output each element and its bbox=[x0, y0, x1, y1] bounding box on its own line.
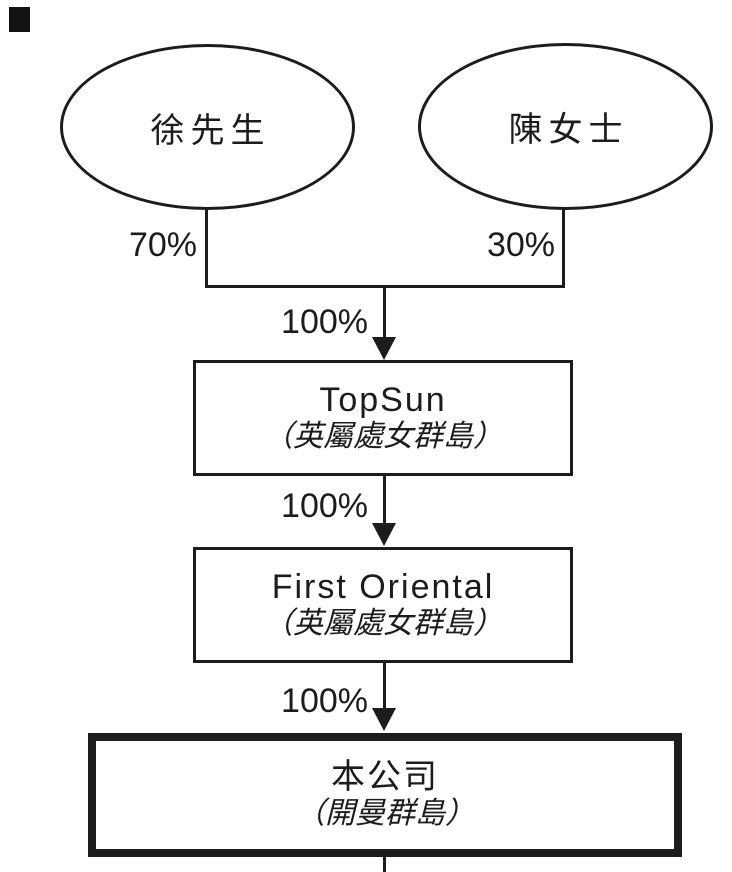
arrow-down-icon bbox=[372, 708, 396, 731]
arrow-down-icon bbox=[372, 523, 396, 546]
entity-name: First Oriental bbox=[271, 568, 495, 606]
entity-jurisdiction: （英屬處女群島） bbox=[263, 420, 503, 453]
entity-name: TopSun bbox=[319, 381, 447, 419]
connector-line-shareholder1 bbox=[205, 209, 208, 288]
shareholder-name: 徐先生 bbox=[150, 111, 271, 150]
entity-box-topsun: TopSun （英屬處女群島） bbox=[193, 360, 573, 476]
connector-line-join bbox=[205, 285, 565, 288]
stake-label-into-company: 100% bbox=[281, 682, 368, 720]
page-corner-mark bbox=[9, 7, 30, 32]
stake-label-into-first-oriental: 100% bbox=[281, 487, 368, 525]
stake-label-shareholder2: 30% bbox=[486, 226, 555, 264]
entity-box-first-oriental: First Oriental （英屬處女群島） bbox=[193, 547, 573, 663]
arrow-down-icon bbox=[372, 337, 396, 360]
shareholder-name: 陳女士 bbox=[508, 111, 629, 149]
connector-line-to-first-oriental bbox=[383, 475, 386, 524]
shareholder-node-chen: 陳女士 bbox=[418, 43, 713, 210]
entity-box-company: 本公司 （開曼群島） bbox=[88, 733, 682, 857]
connector-line-to-topsun bbox=[383, 287, 386, 338]
connector-line-continuation bbox=[383, 855, 386, 872]
stake-label-into-topsun: 100% bbox=[281, 303, 368, 341]
connector-line-to-company bbox=[383, 662, 386, 709]
connector-line-shareholder2 bbox=[562, 209, 565, 288]
entity-name: 本公司 bbox=[331, 758, 439, 796]
shareholder-node-xu: 徐先生 bbox=[60, 44, 355, 210]
stake-label-shareholder1: 70% bbox=[128, 226, 197, 264]
entity-jurisdiction: （開曼群島） bbox=[295, 797, 475, 830]
entity-jurisdiction: （英屬處女群島） bbox=[263, 607, 503, 640]
